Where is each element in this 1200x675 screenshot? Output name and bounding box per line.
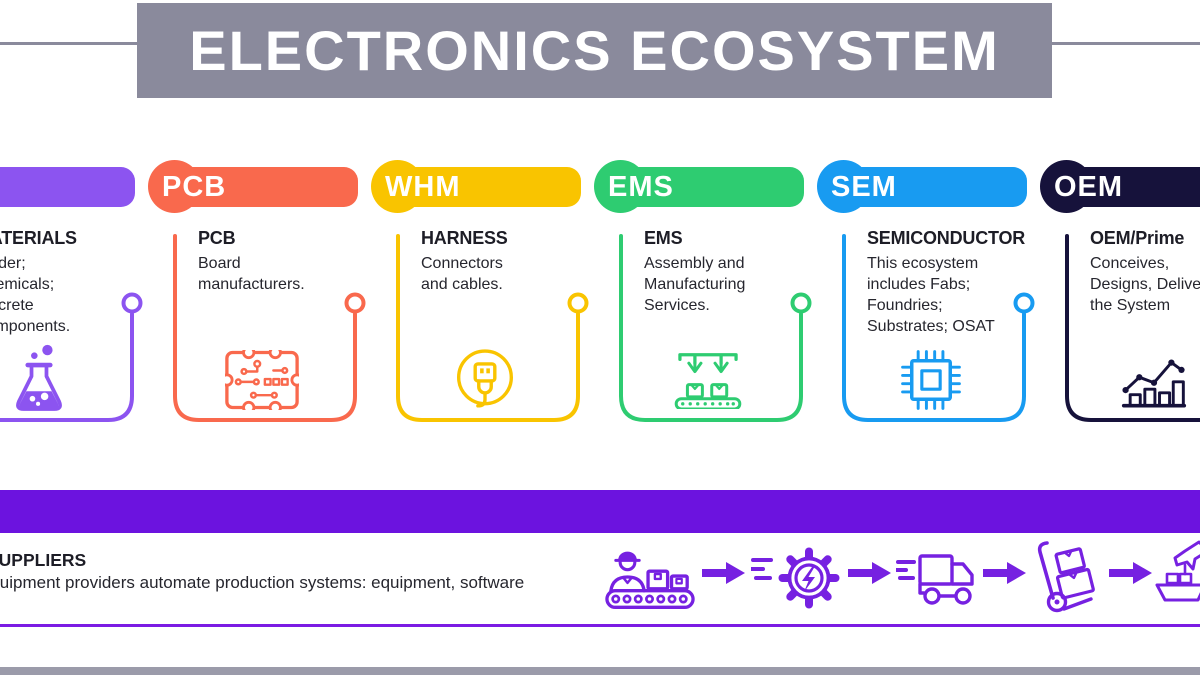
category-pill-bar (397, 167, 581, 207)
bottom-bar (0, 667, 1200, 675)
purple-divider (0, 624, 1200, 627)
arrow-icon (1109, 561, 1153, 585)
ecosystem-column: OEM OEM/Prime Conceives, Designs, Delive… (1034, 160, 1200, 435)
ecosystem-column: PCB PCB Board manufacturers. (142, 160, 366, 435)
column-description: Solder; Chemicals; Discrete Components. (0, 255, 71, 335)
suppliers-heading: SUPPLIERS (0, 550, 87, 570)
category-pill-label: OEM (1054, 171, 1124, 203)
fast-truck-icon (896, 544, 982, 610)
category-pill-bar (843, 167, 1027, 207)
ecosystem-column: MATERIALS Solder; Chemicals; Discrete Co… (0, 160, 143, 435)
hand-truck-icon (1029, 540, 1109, 614)
circuit-board-icon (220, 340, 304, 420)
column-description: Board manufacturers. (198, 255, 305, 293)
category-pill-label: PCB (162, 171, 227, 203)
usb-connector-icon (443, 340, 527, 420)
column-heading: SEMICONDUCTOR (867, 228, 1026, 248)
suppliers-bar (0, 490, 1200, 533)
header-rule-left (0, 42, 137, 45)
column-description: Assembly and Manufacturing Services. (644, 255, 746, 314)
column-bracket (396, 234, 589, 422)
gear-lightning-icon (751, 540, 843, 614)
category-pill-bar (620, 167, 804, 207)
suppliers-description: Equipment providers automate production … (0, 573, 525, 592)
column-bracket (173, 234, 366, 422)
column-heading: EMS (644, 228, 683, 248)
category-pill-bar (1066, 167, 1200, 207)
category-pill-bar (0, 167, 135, 207)
category-pill-label: SEM (831, 171, 897, 203)
column-bracket (842, 234, 1035, 422)
page-title: ELECTRONICS ECOSYSTEM (189, 19, 1000, 82)
column-bracket (1065, 234, 1200, 422)
column-heading: MATERIALS (0, 228, 77, 248)
microchip-icon (889, 340, 973, 420)
column-description: Connectors and cables. (421, 255, 503, 293)
header-rule-right (1052, 42, 1200, 45)
category-pill-bar (174, 167, 358, 207)
ecosystem-column: WHM HARNESS Connectors and cables. (365, 160, 589, 435)
ecosystem-column: EMS EMS Assembly and Manufacturing Servi… (588, 160, 812, 435)
category-pill-label: EMS (608, 171, 674, 203)
arrow-icon (702, 561, 746, 585)
arrow-icon (983, 561, 1027, 585)
assembly-line-icon (666, 340, 750, 420)
column-bracket (619, 234, 812, 422)
column-description: Conceives, Designs, Delivers the System (1090, 255, 1200, 314)
growth-chart-icon (1112, 340, 1196, 420)
transport-modes-icon (1154, 538, 1200, 612)
column-bracket (0, 292, 143, 422)
arrow-icon (848, 561, 892, 585)
column-heading: PCB (198, 228, 236, 248)
category-pill-label: WHM (385, 171, 461, 203)
column-heading: HARNESS (421, 228, 508, 248)
column-heading: OEM/Prime (1090, 228, 1185, 248)
title-banner: ELECTRONICS ECOSYSTEM (137, 3, 1052, 98)
worker-conveyor-icon (605, 543, 695, 613)
column-description: This ecosystem includes Fabs; Foundries;… (867, 255, 995, 335)
flask-icon (0, 340, 81, 420)
ecosystem-column: SEM SEMICONDUCTOR This ecosystem include… (811, 160, 1035, 435)
